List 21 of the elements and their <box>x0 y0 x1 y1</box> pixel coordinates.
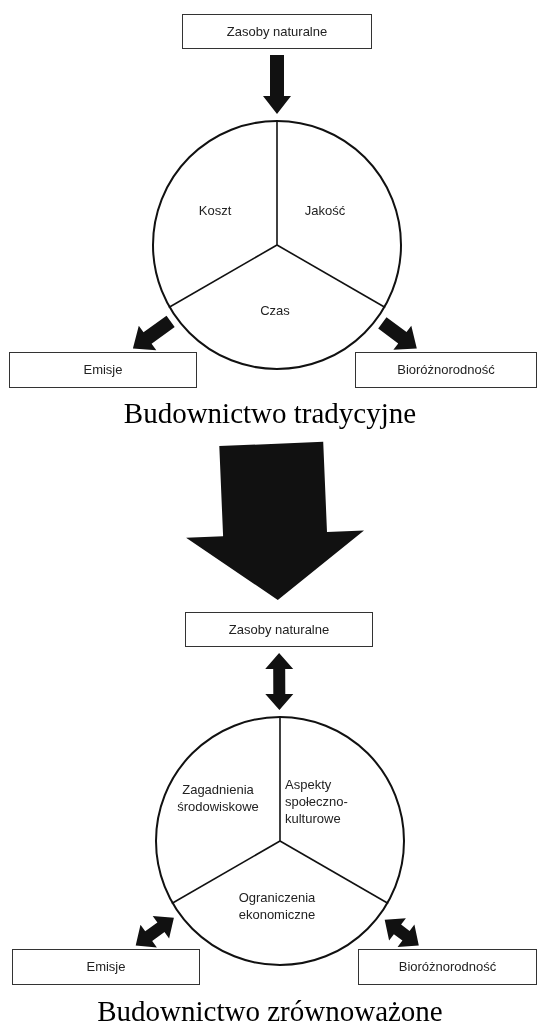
double-arrow <box>265 653 294 710</box>
arrow <box>378 317 417 350</box>
double-arrow <box>135 915 174 948</box>
sector-label: Aspekty społeczno- kulturowe <box>285 775 349 827</box>
arrow <box>132 315 175 351</box>
label-box: Emisje <box>12 949 200 985</box>
label-box: Bioróżnorodność <box>358 949 537 985</box>
label-box: Zasoby naturalne <box>185 612 373 647</box>
arrow <box>186 441 364 600</box>
sector-label: Koszt <box>197 201 233 219</box>
label-box: Emisje <box>9 352 197 388</box>
sector-label: Zagadnienia środowiskowe <box>176 781 260 815</box>
arrow <box>263 55 291 114</box>
label-box: Zasoby naturalne <box>182 14 372 49</box>
diagram-caption: Budownictwo zrównoważone <box>97 996 443 1026</box>
label-box: Bioróżnorodność <box>355 352 537 388</box>
double-arrow <box>384 918 419 947</box>
sector-label: Czas <box>259 301 291 319</box>
sector-label: Ograniczenia ekonomiczne <box>237 889 317 923</box>
sector-label: Jakość <box>303 201 347 219</box>
diagram-caption: Budownictwo tradycyjne <box>123 398 417 428</box>
